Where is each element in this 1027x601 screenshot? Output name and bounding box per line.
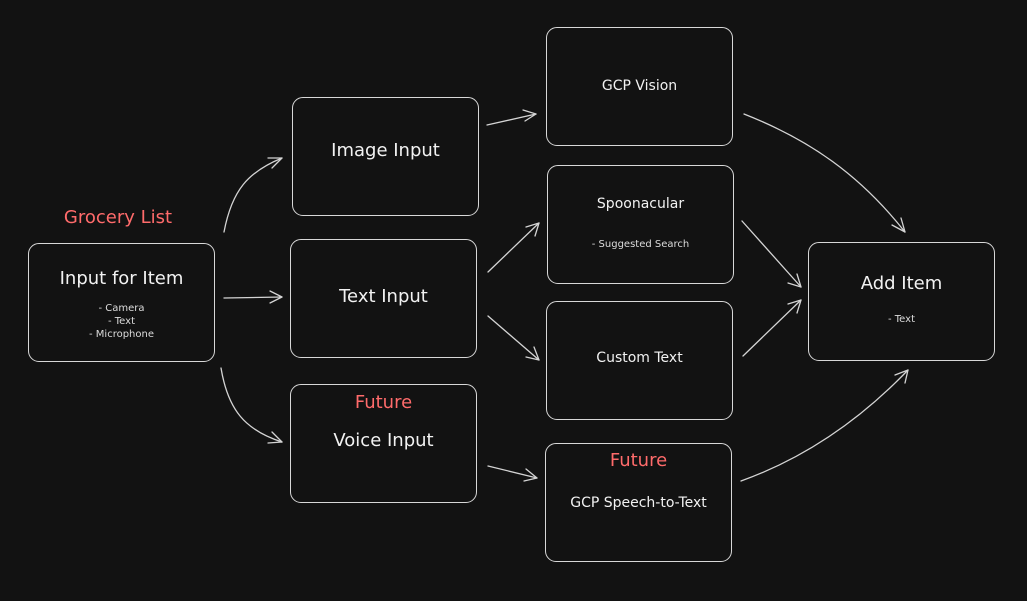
gcp-vision-title: GCP Vision — [601, 78, 678, 94]
input-for-item-title: Input for Item — [59, 268, 184, 289]
option-microphone: - Microphone — [89, 329, 154, 340]
custom-text-title: Custom Text — [596, 350, 683, 366]
arrow-voice-to-speech — [487, 465, 538, 482]
spoonacular-title: Spoonacular — [596, 196, 685, 212]
voice-input-title: Voice Input — [333, 430, 434, 451]
text-input-box[interactable]: Text Input — [290, 239, 477, 358]
image-input-title: Image Input — [331, 140, 440, 161]
gcp-speech-title: GCP Speech-to-Text — [570, 495, 707, 511]
spoonacular-box[interactable]: Spoonacular - Suggested Search — [547, 165, 734, 284]
grocery-list-label: Grocery List — [63, 207, 173, 228]
arrow-speech-to-add — [740, 369, 909, 482]
arrow-vision-to-add — [743, 113, 906, 233]
spoonacular-note: - Suggested Search — [591, 239, 690, 250]
input-for-item-box[interactable]: Input for Item - Camera - Text - Microph… — [28, 243, 215, 362]
arrow-input-to-voice — [220, 367, 283, 444]
arrow-input-to-image — [223, 157, 283, 233]
input-options-list: - Camera - Text - Microphone — [29, 302, 214, 341]
add-item-box[interactable]: Add Item - Text — [808, 242, 995, 361]
option-text: - Text — [107, 316, 135, 327]
image-input-box[interactable]: Image Input — [292, 97, 479, 216]
voice-future-tag: Future — [354, 392, 413, 413]
speech-future-tag: Future — [609, 450, 668, 471]
text-input-title: Text Input — [339, 286, 428, 307]
arrow-image-to-vision — [486, 109, 537, 126]
arrow-text-to-custom — [487, 315, 540, 361]
gcp-vision-box[interactable]: GCP Vision — [546, 27, 733, 146]
voice-input-box[interactable]: Future Voice Input — [290, 384, 477, 503]
arrow-spoonacular-to-add — [741, 220, 802, 288]
option-camera: - Camera — [98, 303, 145, 314]
arrow-input-to-text — [223, 290, 283, 304]
arrow-text-to-spoonacular — [487, 222, 540, 273]
arrow-custom-to-add — [742, 299, 802, 357]
add-item-note: - Text — [887, 314, 915, 325]
add-item-title: Add Item — [860, 273, 943, 294]
custom-text-box[interactable]: Custom Text — [546, 301, 733, 420]
gcp-speech-box[interactable]: Future GCP Speech-to-Text — [545, 443, 732, 562]
